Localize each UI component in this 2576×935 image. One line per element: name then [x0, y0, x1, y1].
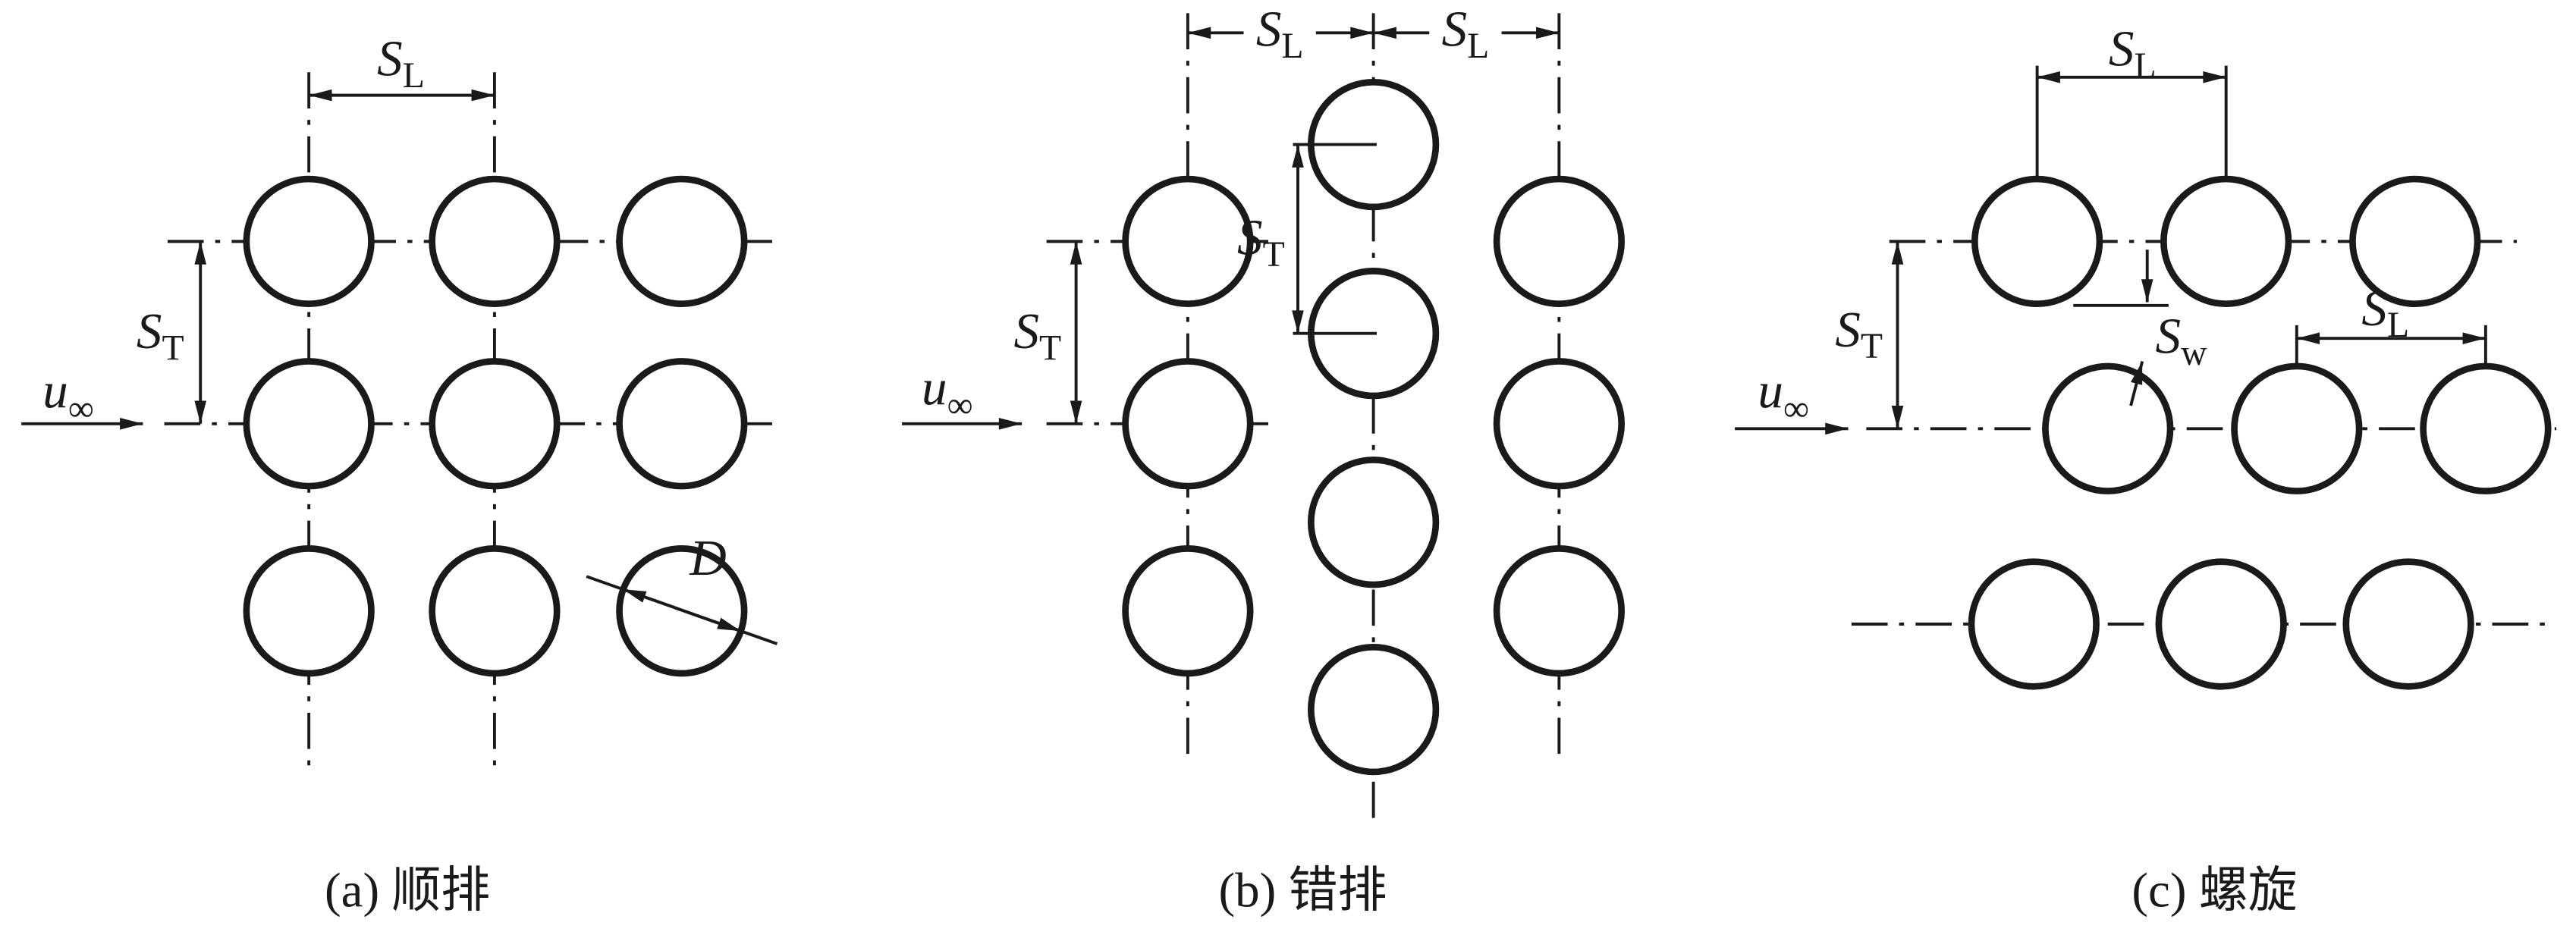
tube	[1122, 545, 1254, 677]
sl-label: SL	[1442, 1, 1490, 66]
flow-velocity: u∞	[21, 362, 143, 430]
tube	[243, 358, 375, 490]
flow-velocity: u∞	[902, 359, 1023, 430]
st-label: ST	[1013, 303, 1061, 368]
dimension-sl-right: SL	[1373, 1, 1560, 66]
tube	[243, 175, 375, 308]
u-infinity-label: u∞	[1758, 362, 1809, 428]
sw-label: Sw	[2156, 308, 2208, 373]
dimension-st-left: ST	[1835, 241, 1904, 429]
panel-caption-c: (c) 螺旋	[2131, 864, 2297, 918]
tube	[2420, 362, 2552, 494]
tube	[2342, 558, 2474, 690]
panel-caption-b: (b) 错排	[1219, 864, 1387, 918]
tube	[2155, 558, 2287, 690]
dimension-st: ST	[137, 241, 207, 424]
u-infinity-label: u∞	[922, 359, 973, 425]
tube	[616, 358, 748, 490]
diameter-arrow	[622, 588, 683, 612]
sl-label: SL	[2109, 20, 2157, 86]
dimension-st-left: ST	[1013, 241, 1082, 424]
st-label: ST	[1835, 301, 1883, 366]
dimension-diameter: D	[586, 529, 778, 645]
tube	[1122, 175, 1254, 308]
tube	[1968, 558, 2100, 690]
dimension-sl-middle: SL	[2295, 280, 2487, 365]
panel-aligned: SL ST u∞ D (a) 顺排	[21, 30, 778, 918]
flow-velocity: u∞	[1735, 362, 1849, 435]
dimension-arrow-up	[2129, 360, 2144, 406]
tube	[1493, 545, 1625, 677]
tube	[2160, 175, 2292, 308]
tube	[1493, 175, 1625, 308]
dimension-st-middle: ST	[1237, 143, 1377, 335]
tube	[616, 175, 748, 308]
diameter-arrow	[681, 608, 742, 632]
tube	[429, 175, 561, 308]
tube	[2042, 362, 2174, 494]
st-label: ST	[1237, 209, 1285, 275]
tube	[243, 545, 375, 677]
sl-label: SL	[377, 30, 425, 96]
tube	[1307, 644, 1440, 776]
dimension-sl-top: SL	[2035, 20, 2228, 177]
st-label: ST	[137, 303, 184, 368]
dimension-sw: Sw	[2073, 249, 2207, 406]
tube	[429, 545, 561, 677]
sl-label: SL	[2361, 280, 2409, 345]
tube	[1122, 358, 1254, 490]
tube	[1971, 175, 2103, 308]
dimension-sl: SL	[309, 30, 495, 102]
tube	[1307, 457, 1440, 588]
tube	[2349, 175, 2481, 308]
tube	[2231, 362, 2363, 494]
panel-staggered: SL SL ST ST u∞ (b) 错排	[902, 1, 1625, 918]
panel-caption-a: (a) 顺排	[325, 864, 490, 918]
tube	[1493, 358, 1625, 490]
u-infinity-label: u∞	[42, 362, 94, 428]
d-label: D	[689, 529, 726, 586]
panel-spiral: SL Sw SL ST u∞ (c) 螺旋	[1735, 20, 2557, 918]
sl-label: SL	[1256, 1, 1304, 66]
tube	[429, 358, 561, 490]
dimension-sl-left: SL	[1187, 1, 1374, 66]
